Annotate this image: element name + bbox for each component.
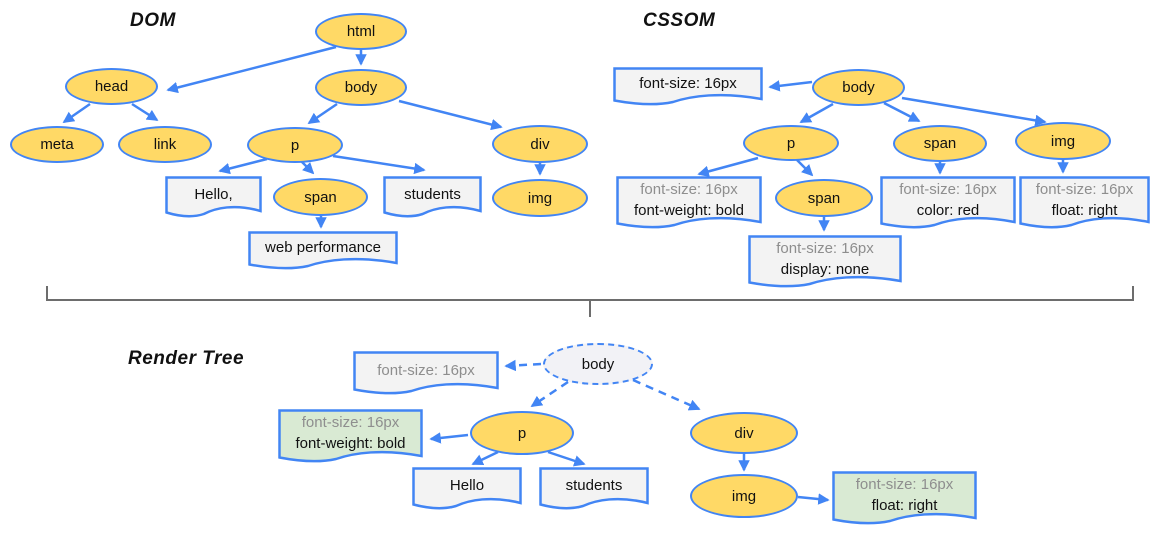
dom-node-body: body bbox=[315, 69, 407, 106]
cssom-rule-p-line2: font-weight: bold bbox=[633, 201, 745, 219]
arrow-cssom-body-span bbox=[883, 101, 921, 123]
arrow-cssom-p-span bbox=[796, 159, 814, 177]
dom-text-web-performance-label: web performance bbox=[265, 239, 381, 256]
arrow-dom-p-span bbox=[300, 160, 315, 175]
arrow-dom-html-head bbox=[166, 45, 337, 94]
rt-rule-body: font-size: 16px bbox=[353, 351, 499, 397]
dom-text-students: students bbox=[383, 176, 482, 220]
arrow-cssom-p-rule bbox=[697, 156, 759, 177]
arrow-cssom-body-rule bbox=[768, 80, 813, 92]
dom-text-hello-label: Hello, bbox=[194, 185, 233, 203]
dom-node-html: html bbox=[315, 13, 407, 50]
rt-rule-body-line1: font-size: 16px bbox=[377, 361, 475, 379]
render-tree-title: Render Tree bbox=[128, 348, 245, 369]
rt-text-students-label: students bbox=[565, 477, 623, 494]
dom-text-hello: Hello, bbox=[165, 176, 262, 220]
dom-node-div: div bbox=[492, 125, 588, 163]
cssom-node-body: body bbox=[812, 69, 905, 106]
rt-node-p: p bbox=[470, 411, 574, 455]
arrow-rt-p-students bbox=[547, 450, 586, 467]
dom-node-p: p bbox=[247, 127, 343, 163]
arrow-cssom-body-img bbox=[901, 96, 1047, 127]
cssom-rule-span-line2: color: red bbox=[916, 201, 980, 219]
cssom-title: CSSOM bbox=[643, 10, 716, 31]
dom-node-head: head bbox=[65, 68, 158, 105]
arrow-rt-p-hello bbox=[471, 450, 499, 466]
dom-node-link: link bbox=[118, 126, 212, 163]
cssom-node-p: p bbox=[743, 125, 839, 161]
rt-text-students: students bbox=[539, 467, 649, 512]
cssom-node-span: span bbox=[893, 125, 987, 162]
arrow-rt-img-rule bbox=[797, 493, 830, 505]
rt-rule-p-line2: font-weight: bold bbox=[295, 435, 406, 452]
arrow-rt-body-p bbox=[530, 380, 569, 408]
cssom-rule-img-line2: float: right bbox=[1051, 201, 1118, 219]
rt-rule-img-line2: float: right bbox=[871, 497, 938, 514]
arrow-rt-p-rule bbox=[429, 432, 469, 444]
dom-node-span: span bbox=[273, 178, 368, 216]
rt-node-div: div bbox=[690, 412, 798, 454]
cssom-rule-span-line1: font-size: 16px bbox=[899, 180, 997, 198]
arrow-cssom-body-p bbox=[799, 102, 834, 124]
arrow-dom-body-p bbox=[307, 102, 338, 125]
cssom-rule-body: font-size: 16px bbox=[613, 67, 763, 108]
cssom-rule-p: font-size: 16px font-weight: bold bbox=[616, 176, 762, 231]
rt-node-img: img bbox=[690, 474, 798, 518]
rt-rule-p: font-size: 16px font-weight: bold bbox=[278, 409, 423, 465]
rt-rule-img: font-size: 16px float: right bbox=[832, 471, 977, 527]
cssom-rule-body-line1: font-size: 16px bbox=[639, 75, 737, 92]
dom-title: DOM bbox=[130, 10, 176, 31]
arrow-dom-body-div bbox=[398, 99, 503, 131]
rt-rule-p-line1: font-size: 16px bbox=[301, 414, 400, 431]
arrow-dom-head-meta bbox=[62, 102, 91, 124]
arrow-rt-body-div bbox=[632, 378, 701, 411]
rt-rule-img-line1: font-size: 16px bbox=[855, 476, 954, 493]
cssom-rule-span-child-line1: font-size: 16px bbox=[776, 239, 874, 257]
cssom-rule-span-child-line2: display: none bbox=[780, 260, 870, 278]
arrow-rt-body-rule bbox=[504, 359, 542, 372]
dom-text-students-label: students bbox=[404, 185, 461, 203]
cssom-node-span-child: span bbox=[775, 179, 873, 217]
arrow-dom-head-link bbox=[131, 102, 159, 122]
cssom-rule-span: font-size: 16px color: red bbox=[880, 176, 1016, 231]
cssom-rule-p-line1: font-size: 16px bbox=[640, 180, 738, 198]
dom-text-web-performance: web performance bbox=[248, 231, 398, 272]
arrow-dom-p-hello bbox=[218, 157, 268, 175]
rt-text-hello-label: Hello bbox=[449, 477, 485, 494]
rt-node-body: body bbox=[543, 343, 653, 385]
cssom-rule-span-child: font-size: 16px display: none bbox=[748, 235, 902, 290]
cssom-rule-img: font-size: 16px float: right bbox=[1019, 176, 1150, 231]
combine-brace bbox=[46, 286, 1134, 301]
dom-node-meta: meta bbox=[10, 126, 104, 163]
cssom-node-img: img bbox=[1015, 122, 1111, 160]
dom-node-img: img bbox=[492, 179, 588, 217]
cssom-rule-img-line1: font-size: 16px bbox=[1035, 180, 1134, 198]
arrow-dom-p-students bbox=[332, 154, 426, 175]
rt-text-hello: Hello bbox=[412, 467, 522, 512]
